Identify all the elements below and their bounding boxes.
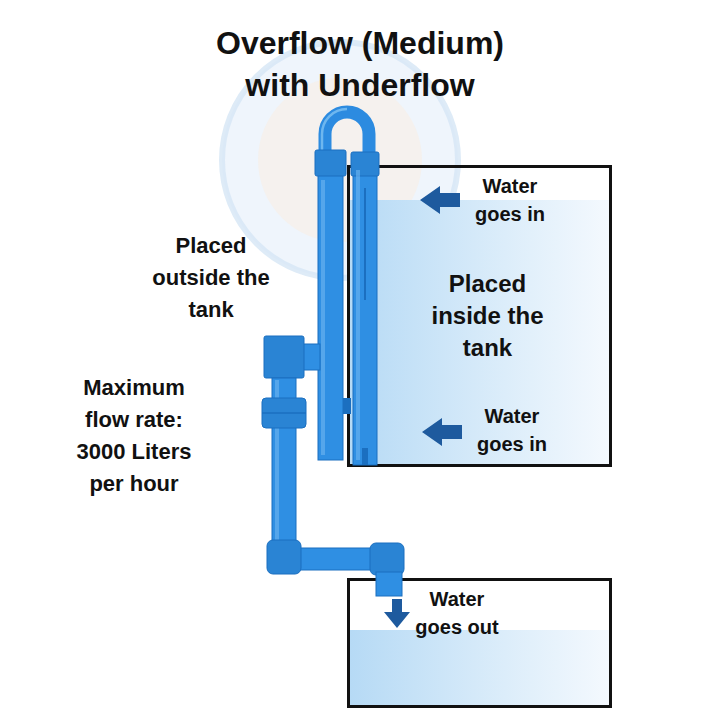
outflow-arrow	[384, 599, 410, 628]
annotation-label: Placed outside the tank	[136, 230, 286, 326]
bottom-pipe	[290, 548, 374, 570]
pipe-union	[262, 398, 306, 428]
annotation-label: Maximum flow rate: 3000 Liters per hour	[64, 372, 204, 500]
overflow-tube	[353, 165, 377, 465]
pipe-highlight	[321, 180, 325, 455]
tank-label: Placed inside the tank	[420, 268, 555, 364]
underflow-slot	[362, 448, 368, 465]
left-elbow	[267, 540, 301, 574]
pipe-adapter	[315, 150, 346, 176]
diagram-title: Overflow (Medium) with Underflow	[195, 22, 525, 106]
inflow-arrow	[420, 186, 460, 214]
upper-tank-water	[350, 200, 609, 464]
tank-label: Water goes in	[464, 402, 560, 458]
lower-tank: Water goes out	[347, 578, 612, 708]
tank-label: Water goes out	[407, 585, 507, 641]
upper-tank: Water goes inPlaced inside the tankWater…	[347, 165, 612, 467]
tank-label: Water goes in	[462, 172, 558, 228]
hose-highlight	[322, 109, 347, 150]
union-seam	[262, 412, 306, 414]
wall-stub	[343, 398, 351, 414]
tube-highlight	[356, 170, 360, 460]
lower-tank-water	[350, 630, 609, 705]
overflow-slot	[364, 188, 366, 300]
outside-pipe	[318, 165, 343, 460]
u-hose	[325, 112, 369, 156]
outlet-nozzle	[376, 572, 402, 596]
t-fitting	[264, 336, 304, 378]
right-elbow	[370, 543, 404, 575]
inflow-arrow	[422, 418, 462, 446]
tube-cap	[351, 152, 379, 176]
